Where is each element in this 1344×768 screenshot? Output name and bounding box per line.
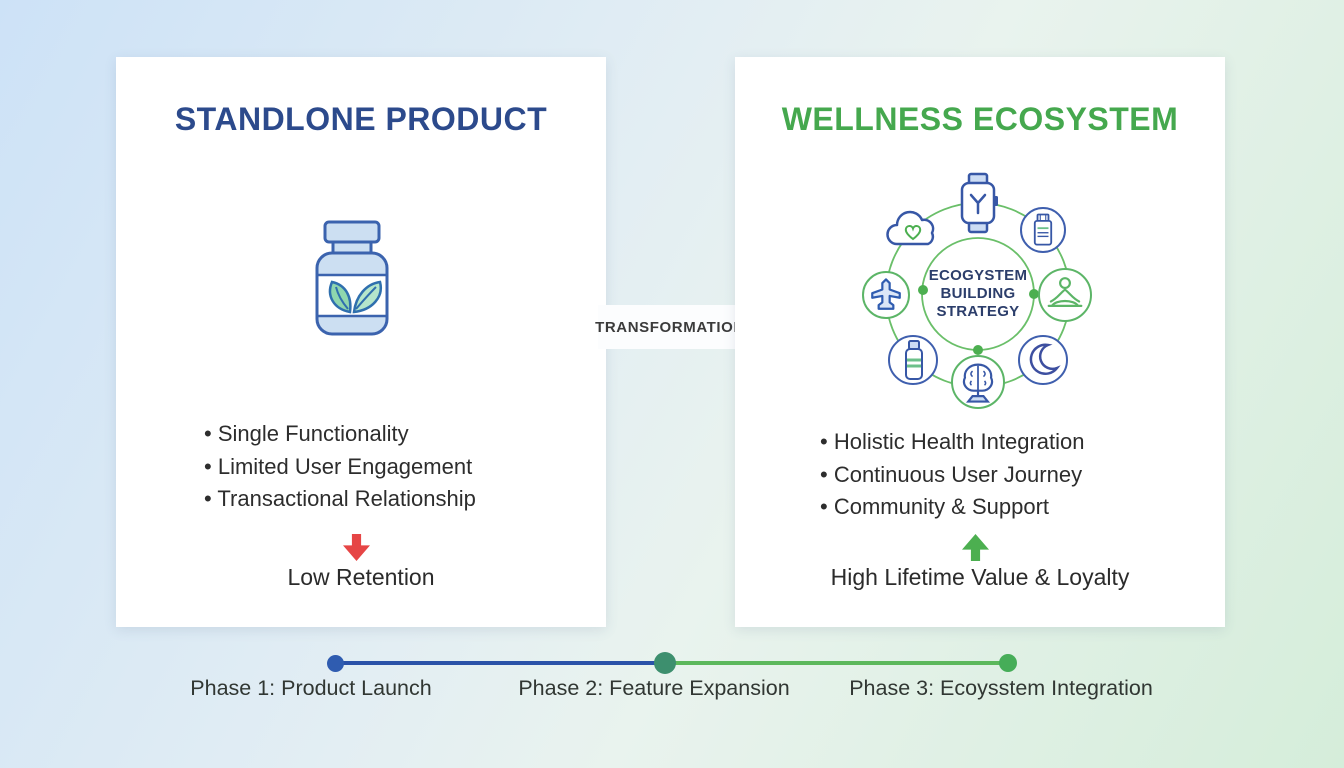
water-bottle-icon: [888, 335, 938, 385]
meditation-icon: [1038, 268, 1092, 322]
wellness-ecosystem-card: WELLNESS ECOSYSTEM ECOGYSTEM BUILDING ST…: [735, 57, 1225, 627]
red-down-arrow-icon: [343, 534, 370, 561]
timeline-label-phase1: Phase 1: Product Launch: [190, 676, 432, 700]
left-card-title: STANDLONE PRODUCT: [174, 101, 548, 137]
hub-line-2: BUILDING: [940, 285, 1016, 302]
green-up-arrow-icon: [962, 534, 989, 561]
timeline-label-phase3: Phase 3: Ecoysstem Integration: [849, 676, 1153, 700]
right-card-title: WELLNESS ECOSYSTEM: [781, 101, 1179, 137]
timeline-segment-green: [665, 661, 1008, 665]
timeline-label-phase2: Phase 2: Feature Expansion: [518, 676, 790, 700]
supplement-bottle-icon: [292, 212, 412, 342]
timeline-dot-phase2: [654, 652, 676, 674]
left-bullet-1: Single Functionality: [204, 418, 476, 451]
transformation-label: TRANSFORMATION: [595, 318, 745, 336]
supplement-bottle-icon: [1020, 207, 1066, 253]
moon-icon: [1018, 335, 1068, 385]
brain-icon: [951, 355, 1005, 409]
hub-line-1: ECOGYSTEM: [928, 267, 1028, 284]
transformation-band: TRANSFORMATION: [595, 305, 745, 349]
left-card-outcome: Low Retention: [287, 564, 435, 590]
cloud-heart-icon: [884, 208, 942, 252]
left-bullet-2: Limited User Engagement: [204, 451, 476, 484]
standalone-product-card: STANDLONE PRODUCT Single Functionality L…: [116, 57, 606, 627]
timeline-dot-phase1: [327, 655, 344, 672]
smartwatch-icon: [956, 172, 1000, 234]
left-bullet-3: Transactional Relationship: [204, 483, 475, 516]
airplane-icon: [862, 271, 910, 319]
right-card-outcome: High Lifetime Value & Loyalty: [830, 564, 1130, 590]
right-bullet-3: Community & Support: [820, 491, 1085, 524]
right-bullet-1: Holistic Health Integration: [820, 426, 1085, 459]
hub-text: ECOGYSTEM BUILDING STRATEGY: [908, 267, 1048, 321]
timeline-segment-blue: [335, 661, 665, 665]
hub-line-3: STRATEGY: [936, 303, 1020, 320]
right-card-bullet-list: Holistic Health Integration Continuous U…: [820, 426, 1085, 524]
ecosystem-orbit-diagram: ECOGYSTEM BUILDING STRATEGY: [858, 168, 1098, 418]
right-bullet-2: Continuous User Journey: [820, 459, 1085, 492]
left-card-bullet-list: Single Functionality Limited User Engage…: [204, 418, 476, 516]
timeline-dot-phase3: [999, 654, 1017, 672]
